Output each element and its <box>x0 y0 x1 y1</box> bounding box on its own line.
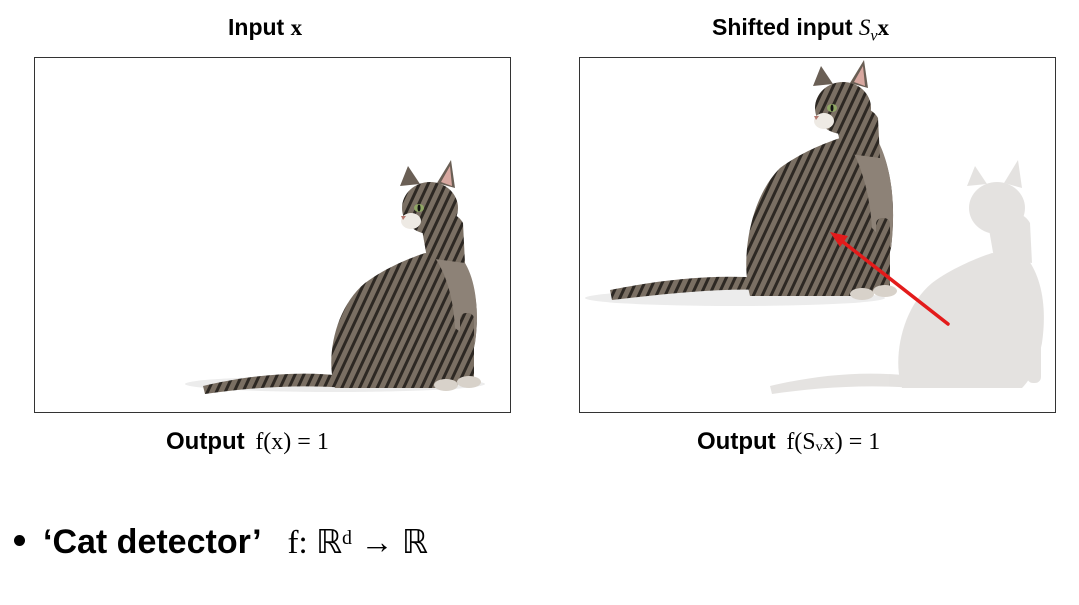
faded-cat-photo-icon <box>770 160 1044 394</box>
right-title-symbol-s: S <box>858 15 871 40</box>
left-output-word: Output <box>166 428 245 455</box>
right-output-word: Output <box>697 428 776 455</box>
cat-detector-label: ‘Cat detector’ <box>43 523 262 561</box>
right-output-formula: f(Sᵥx) = 1 <box>786 429 881 455</box>
shifted-cat-scene <box>585 60 1044 394</box>
left-title-word: Input <box>228 14 285 40</box>
left-title-symbol: x <box>290 15 303 40</box>
cat-detector-bullet: ‘Cat detector’ f: ℝᵈ → ℝ <box>14 522 428 562</box>
left-output-formula: f(x) = 1 <box>255 429 329 455</box>
right-image-frame <box>579 57 1056 413</box>
right-title-symbol-sub: v <box>870 27 878 45</box>
bullet-dot-icon <box>14 534 25 546</box>
detector-formula: f: ℝᵈ → ℝ <box>287 525 428 561</box>
right-title-symbol-x: x <box>877 15 890 40</box>
shift-arrow-icon <box>830 232 950 326</box>
left-output-caption: Output f(x) = 1 <box>166 428 329 456</box>
left-image-frame <box>34 57 511 413</box>
cat-photo-icon <box>585 60 897 306</box>
right-title-word: Shifted input <box>712 14 853 40</box>
right-panel-title: Shifted input Svx <box>712 14 889 46</box>
right-output-caption: Output f(Sᵥx) = 1 <box>697 428 880 456</box>
cat-photo-icon <box>185 160 485 394</box>
left-panel-title: Input x <box>228 14 302 41</box>
